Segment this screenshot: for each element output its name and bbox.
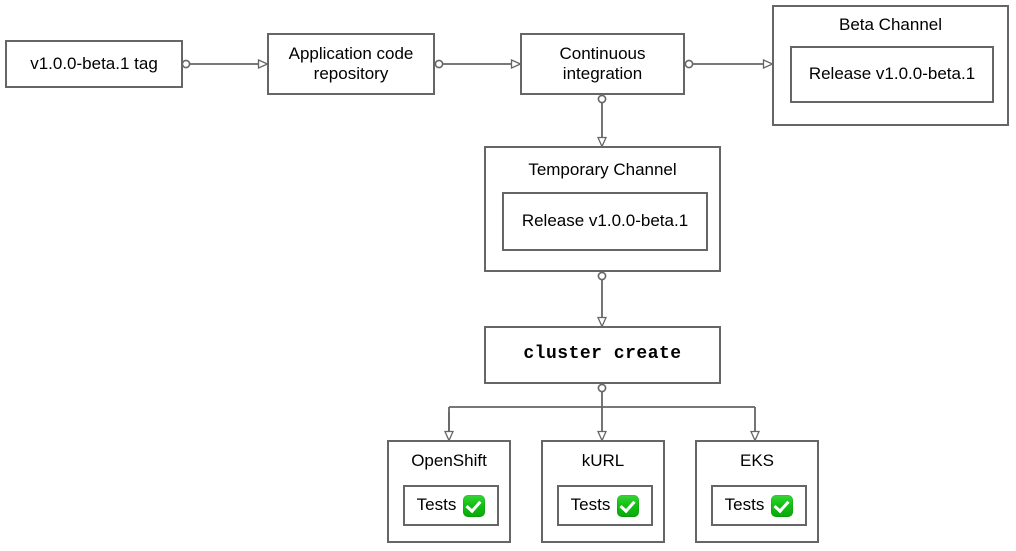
- node-temporary-channel-release[interactable]: Release v1.0.0-beta.1: [502, 192, 708, 251]
- edge-tag-to-repo: [181, 58, 270, 70]
- node-application-code-repository[interactable]: Application code repository: [267, 33, 435, 95]
- edge-ci-to-temporary-channel: [596, 94, 608, 149]
- node-version-tag-label: v1.0.0-beta.1 tag: [30, 53, 158, 73]
- node-beta-channel-title: Beta Channel: [838, 15, 943, 34]
- node-kurl[interactable]: kURL Tests: [541, 440, 665, 543]
- check-mark-button-icon: [463, 494, 486, 517]
- node-kurl-tests-label: Tests: [570, 495, 611, 515]
- node-temporary-channel-release-label: Release v1.0.0-beta.1: [521, 211, 689, 231]
- kurl-tests-row: Tests: [570, 494, 640, 517]
- edge-repo-to-ci: [434, 58, 523, 70]
- node-continuous-integration[interactable]: Continuous integration: [520, 33, 685, 95]
- node-eks-tests[interactable]: Tests: [711, 485, 807, 526]
- check-mark-button-icon: [771, 494, 794, 517]
- node-kurl-title: kURL: [581, 451, 625, 470]
- node-openshift-tests[interactable]: Tests: [403, 485, 499, 526]
- node-openshift-title: OpenShift: [411, 451, 487, 470]
- openshift-tests-row: Tests: [416, 494, 486, 517]
- eks-tests-row: Tests: [724, 494, 794, 517]
- node-eks-title: EKS: [739, 451, 775, 470]
- node-cluster-create[interactable]: cluster create: [484, 326, 721, 384]
- node-openshift[interactable]: OpenShift Tests: [387, 440, 511, 543]
- node-temporary-channel[interactable]: Temporary Channel Release v1.0.0-beta.1: [484, 146, 721, 272]
- node-version-tag[interactable]: v1.0.0-beta.1 tag: [5, 40, 183, 88]
- edge-ci-to-beta-channel: [684, 58, 775, 70]
- node-beta-channel-release-label: Release v1.0.0-beta.1: [808, 64, 976, 84]
- node-continuous-integration-label: Continuous integration: [559, 43, 646, 83]
- node-cluster-create-label: cluster create: [523, 344, 682, 365]
- node-beta-channel-release[interactable]: Release v1.0.0-beta.1: [790, 46, 994, 103]
- node-openshift-tests-label: Tests: [416, 495, 457, 515]
- edge-cluster-create-to-platforms: [443, 383, 761, 443]
- check-mark-button-icon: [617, 494, 640, 517]
- node-application-code-repository-label: Application code repository: [288, 43, 414, 83]
- node-beta-channel[interactable]: Beta Channel Release v1.0.0-beta.1: [772, 5, 1009, 126]
- node-eks[interactable]: EKS Tests: [695, 440, 819, 543]
- edge-temporary-channel-to-cluster-create: [596, 271, 608, 329]
- node-temporary-channel-title: Temporary Channel: [528, 160, 677, 179]
- node-kurl-tests[interactable]: Tests: [557, 485, 653, 526]
- node-eks-tests-label: Tests: [724, 495, 765, 515]
